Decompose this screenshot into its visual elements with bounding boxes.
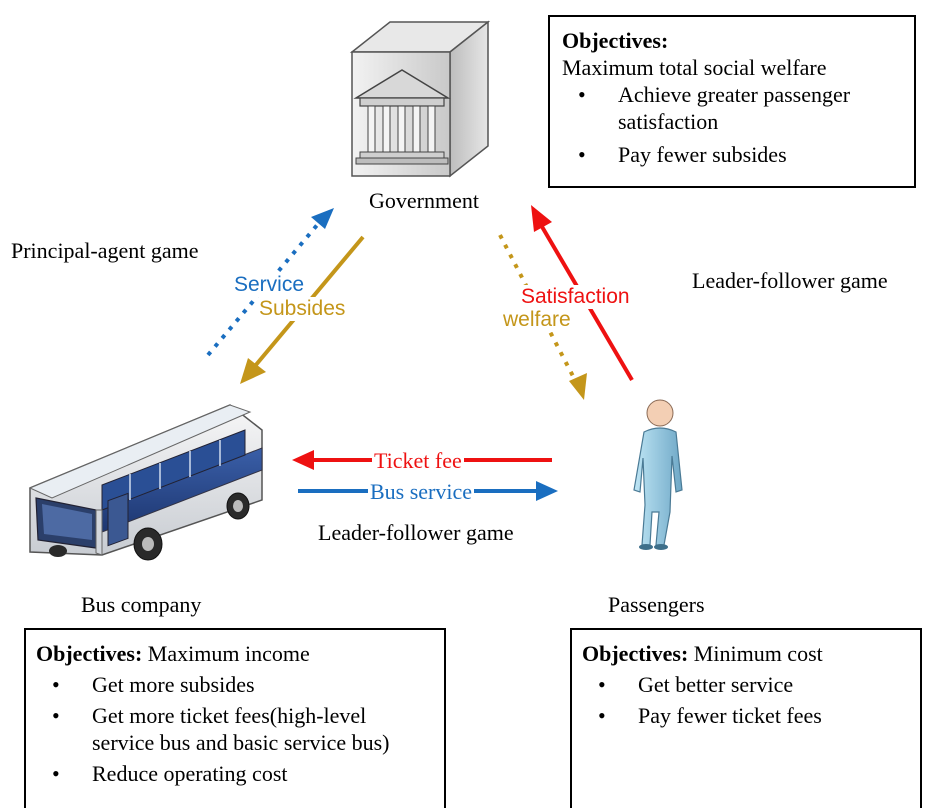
welfare-label: welfare [503, 308, 571, 332]
passengers-objectives-box: Objectives: Minimum cost Get better serv… [570, 628, 922, 808]
bus-service-label: Bus service [368, 479, 475, 504]
government-label: Government [369, 188, 479, 213]
passengers-objectives-heading: Objectives: [582, 641, 689, 666]
principal-agent-game-label: Principal-agent game [11, 238, 199, 263]
bus-company-objectives-box: Objectives: Maximum income Get more subs… [24, 628, 446, 808]
government-objective-item: Achieve greater passenger satisfaction [562, 81, 868, 135]
bus-company-objective-item: Reduce operating cost [36, 760, 434, 787]
bus-company-objectives-list: Get more subsides Get more ticket fees(h… [36, 671, 434, 787]
government-objectives-heading: Objectives: [562, 28, 669, 53]
service-arrow [206, 208, 334, 357]
passengers-objectives-goal: Minimum cost [688, 641, 823, 666]
satisfaction-label: Satisfaction [521, 285, 630, 309]
service-label: Service [234, 273, 305, 297]
leader-follower-game-right-label: Leader-follower game [692, 268, 888, 293]
welfare-arrow [498, 234, 587, 400]
bus-company-objective-item: Get more ticket fees(high-level service … [36, 702, 432, 756]
bus-company-objective-item: Get more subsides [36, 671, 434, 698]
government-objectives-list: Achieve greater passenger satisfaction P… [562, 81, 902, 168]
passengers-objectives-list: Get better service Pay fewer ticket fees [582, 671, 910, 729]
government-objectives-box: Objectives: Maximum total social welfare… [548, 15, 916, 188]
ticket-fee-label: Ticket fee [372, 448, 464, 473]
leader-follower-game-bottom-label: Leader-follower game [318, 520, 514, 545]
passengers-objective-item: Get better service [582, 671, 910, 698]
government-objectives-subheading: Maximum total social welfare [562, 55, 827, 80]
passenger-person-icon [633, 399, 683, 550]
government-objective-item: Pay fewer subsides [562, 141, 902, 168]
bus-icon [28, 404, 263, 561]
government-building-icon [349, 20, 491, 178]
passengers-objective-item: Pay fewer ticket fees [582, 702, 910, 729]
subsides-label: Subsides [259, 297, 346, 321]
bus-company-objectives-heading: Objectives: [36, 641, 143, 666]
bus-company-label: Bus company [81, 592, 202, 617]
bus-company-objectives-goal: Maximum income [142, 641, 310, 666]
passengers-label: Passengers [608, 592, 705, 617]
